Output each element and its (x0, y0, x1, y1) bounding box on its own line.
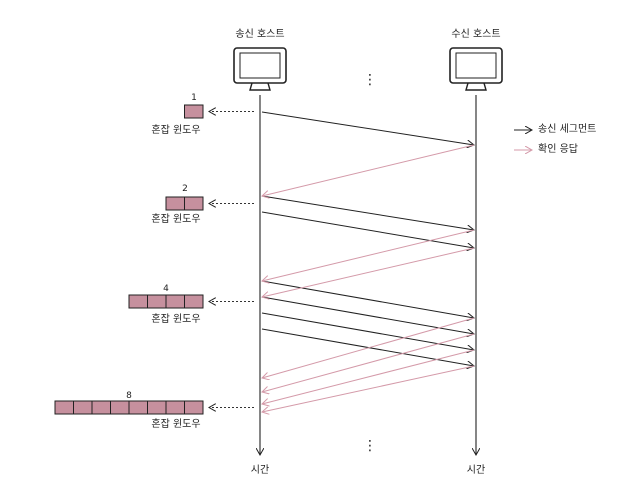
window-cell (165, 400, 185, 415)
receiver-host-label: 수신 호스트 (451, 29, 501, 40)
sender-time-label: 시간 (250, 465, 270, 476)
ack-arrow-1 (262, 144, 475, 196)
window-cell (184, 294, 204, 309)
segment-arrow-6 (261, 312, 474, 350)
segment-arrow-3 (261, 211, 474, 248)
segment-arrow-2 (261, 195, 474, 230)
legend-ack-label: 확인 응답 (538, 144, 578, 155)
ack-arrow-5 (262, 333, 475, 392)
window-cell (91, 400, 111, 415)
window-cell (165, 196, 185, 211)
window-size-8: 8 (126, 391, 132, 401)
window-size-2: 2 (182, 184, 188, 194)
window-cell (54, 400, 74, 415)
window-cell (147, 400, 167, 415)
legend-segment-label: 송신 세그먼트 (538, 124, 597, 135)
sender-host-label: 송신 호스트 (235, 29, 285, 40)
ack-arrow-7 (262, 365, 475, 412)
window-label-8: 혼잡 윈도우 (151, 419, 201, 430)
segment-arrow-4 (261, 280, 474, 318)
ack-arrow-4 (262, 317, 475, 378)
segment-arrow-5 (261, 296, 474, 334)
window-size-1: 1 (191, 93, 197, 103)
receiver-time-label: 시간 (466, 465, 486, 476)
segment-arrow-1 (261, 111, 474, 145)
window-cell (110, 400, 130, 415)
window-cell (128, 294, 148, 309)
top-ellipsis: ⋮ (363, 72, 377, 88)
receiver-monitor-icon (449, 47, 503, 91)
congestion-windows (54, 104, 254, 415)
window-cell (147, 294, 167, 309)
segment-arrows (261, 111, 474, 366)
ack-arrow-3 (262, 247, 475, 297)
window-cell (184, 400, 204, 415)
window-label-4: 혼잡 윈도우 (151, 314, 201, 325)
window-label-2: 혼잡 윈도우 (151, 214, 201, 225)
window-cell (73, 400, 93, 415)
sender-monitor-icon (233, 47, 287, 91)
ack-arrows (262, 144, 475, 412)
bottom-ellipsis: ⋮ (363, 438, 377, 454)
window-size-4: 4 (163, 284, 169, 294)
window-cell (165, 294, 185, 309)
window-cell (184, 104, 204, 119)
window-cell (128, 400, 148, 415)
window-cell (184, 196, 204, 211)
ack-arrow-6 (262, 349, 475, 404)
window-label-1: 혼잡 윈도우 (151, 125, 201, 136)
ack-arrow-2 (262, 229, 475, 281)
